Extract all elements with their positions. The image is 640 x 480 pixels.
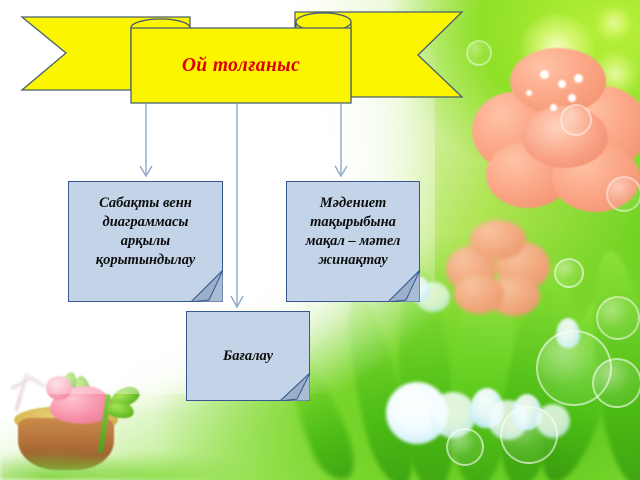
ribbon-shape <box>20 11 464 104</box>
connector-arrowhead-right <box>334 165 348 178</box>
bubble-icon <box>446 428 484 466</box>
folded-corner-icon <box>190 270 223 302</box>
node-proverb-collection[interactable]: Мәдениет тақырыбына мақал – мәтел жинақт… <box>286 181 420 302</box>
banner-title-text: Ой толғаныс <box>181 55 301 76</box>
connector-arrowhead-middle <box>230 295 244 309</box>
node-venn-summary-label: Сабақты венн диаграммасы арқылы қорытынд… <box>95 195 196 268</box>
node-venn-summary[interactable]: Сабақты венн диаграммасы арқылы қорытынд… <box>68 181 223 302</box>
folded-corner-icon <box>387 270 420 302</box>
node-assessment[interactable]: Бағалау <box>186 311 310 401</box>
node-proverb-collection-label: Мәдениет тақырыбына мақал – мәтел жинақт… <box>305 195 401 268</box>
bubble-icon <box>606 176 640 212</box>
bubble-icon <box>592 358 640 408</box>
bubble-icon <box>500 406 558 464</box>
title-banner: Ой толғаныс <box>0 0 470 120</box>
node-assessment-label: Бағалау <box>223 347 273 364</box>
bubble-icon <box>466 40 492 66</box>
bubble-icon <box>554 258 584 288</box>
pink-flower-icon <box>446 218 550 322</box>
bubble-icon <box>596 296 640 340</box>
grass-icon <box>0 446 250 480</box>
folded-corner-icon <box>279 373 310 401</box>
connector-arrowhead-left <box>139 165 153 178</box>
sun-glow-icon <box>596 6 632 40</box>
pink-flower-icon <box>470 46 640 230</box>
ribbon-center-plate <box>130 27 352 104</box>
bubble-icon <box>560 104 592 136</box>
